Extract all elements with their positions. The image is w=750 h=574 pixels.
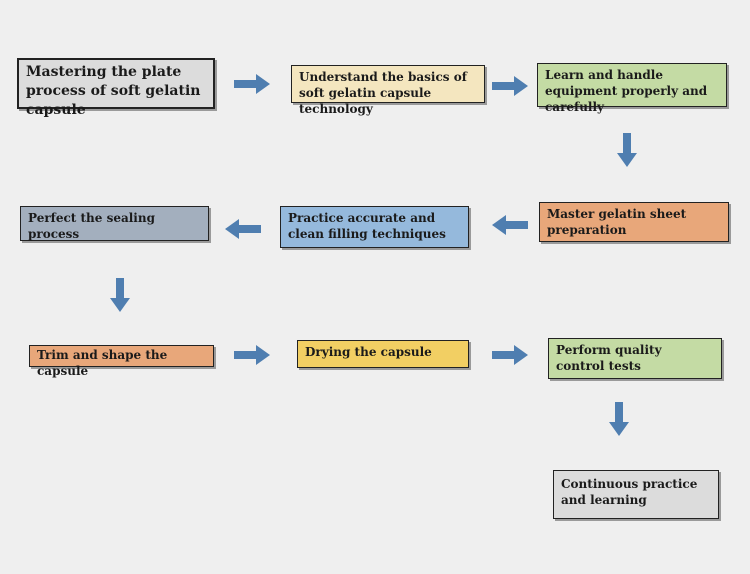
arrow-right-icon (492, 76, 528, 96)
step-mastering-plate-process: Mastering the plate process of soft gela… (17, 58, 215, 118)
step-label: Trim and shape the capsule (37, 348, 168, 379)
step-label: Practice accurate and clean filling tech… (288, 211, 446, 242)
step-trim-shape: Trim and shape the capsule (29, 345, 214, 378)
step-label: Perform quality control tests (556, 343, 662, 374)
arrow-left-icon (492, 215, 528, 235)
step-label: Understand the basics of soft gelatin ca… (299, 70, 467, 117)
arrow-right-icon (234, 74, 270, 94)
step-continuous-practice: Continuous practice and learning (553, 470, 719, 519)
step-quality-control: Perform quality control tests (548, 338, 722, 379)
step-drying-capsule: Drying the capsule (297, 340, 469, 368)
step-learn-equipment: Learn and handle equipment properly and … (537, 63, 727, 114)
step-label: Mastering the plate process of soft gela… (26, 64, 201, 118)
arrow-left-icon (225, 219, 261, 239)
step-understand-basics: Understand the basics of soft gelatin ca… (291, 65, 485, 116)
arrow-right-icon (492, 345, 528, 365)
arrow-down-icon (609, 402, 629, 436)
step-label: Perfect the sealing process (28, 211, 155, 242)
step-label: Drying the capsule (305, 345, 432, 359)
arrow-down-icon (110, 278, 130, 312)
arrow-right-icon (234, 345, 270, 365)
step-filling-techniques: Practice accurate and clean filling tech… (280, 206, 469, 248)
step-label: Continuous practice and learning (561, 477, 698, 508)
step-sealing-process: Perfect the sealing process (20, 206, 209, 241)
step-label: Master gelatin sheet preparation (547, 207, 687, 238)
step-gelatin-sheet-preparation: Master gelatin sheet preparation (539, 202, 729, 242)
step-label: Learn and handle equipment properly and … (545, 68, 708, 115)
arrow-down-icon (617, 133, 637, 167)
